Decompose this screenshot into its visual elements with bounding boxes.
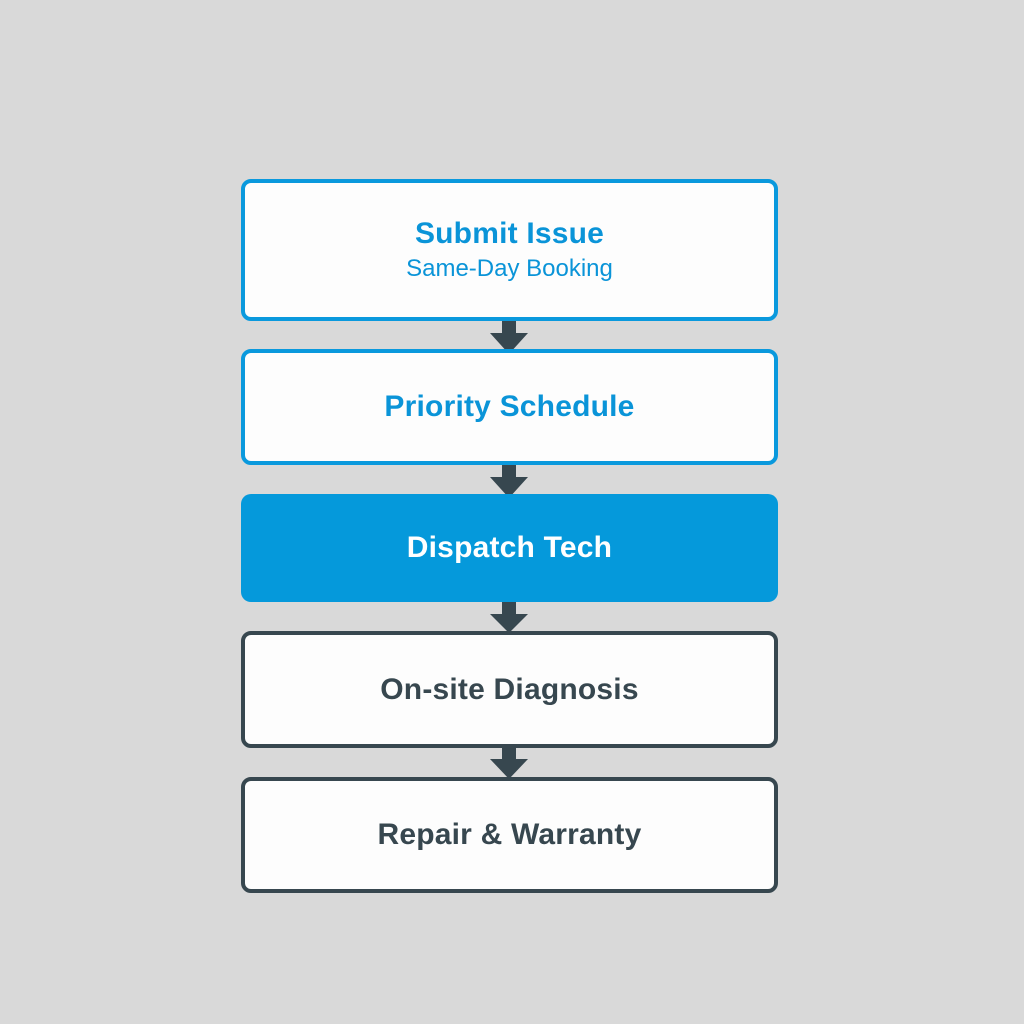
step-subtitle: Same-Day Booking xyxy=(406,255,613,282)
step-title: Dispatch Tech xyxy=(406,531,613,564)
down-arrow-icon xyxy=(490,747,528,779)
down-arrow-icon xyxy=(490,321,528,354)
step-title: On-site Diagnosis xyxy=(380,672,639,706)
step-title: Submit Issue xyxy=(414,217,605,250)
step-repair-warranty: Repair & Warranty xyxy=(241,777,778,893)
step-submit-issue: Submit Issue Same-Day Booking xyxy=(241,179,778,321)
step-title: Repair & Warranty xyxy=(377,818,642,851)
step-onsite-diagnosis: On-site Diagnosis xyxy=(241,631,778,748)
step-title: Priority Schedule xyxy=(384,390,635,423)
down-arrow-icon xyxy=(490,602,528,633)
step-priority-schedule: Priority Schedule xyxy=(241,349,778,465)
step-dispatch-tech: Dispatch Tech xyxy=(241,494,778,602)
down-arrow-icon xyxy=(490,465,528,498)
